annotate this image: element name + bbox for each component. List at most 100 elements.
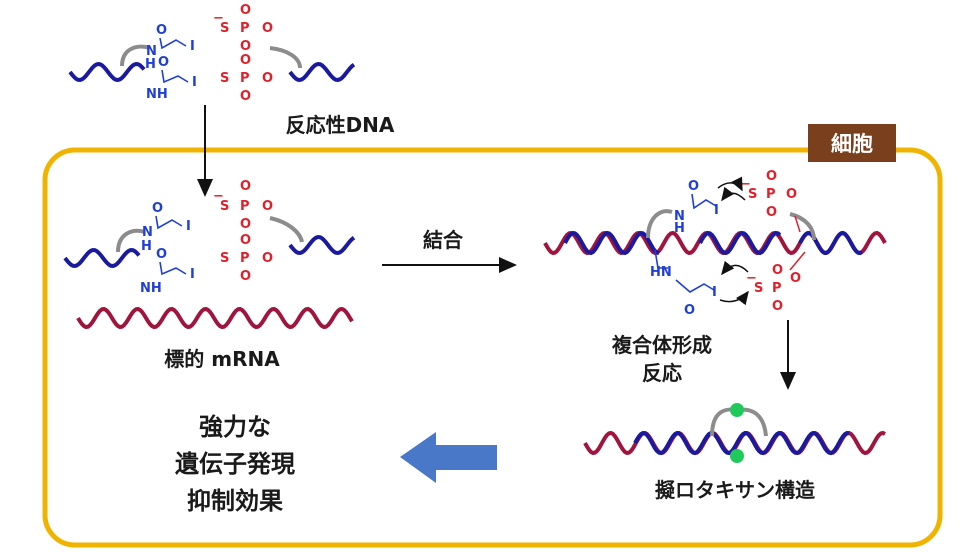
complex-minus: − (740, 177, 751, 192)
binding-label: 結合 (423, 228, 464, 252)
complex-o-5: O (684, 303, 695, 318)
chem-o-2: O (158, 55, 169, 70)
complex-i-2: I (712, 285, 717, 300)
linker-left-2 (116, 228, 146, 253)
bond-bottom (161, 69, 189, 84)
chem-h-2: H (141, 239, 152, 254)
complex-dna-wave-left (563, 230, 660, 256)
chem-o-16: O (262, 251, 273, 266)
complex-o-8: O (790, 271, 801, 286)
chem-o: O (156, 23, 167, 38)
green-dot-top (730, 403, 744, 417)
chem-s: S (220, 21, 229, 36)
bond-bottom-2 (159, 261, 187, 276)
dna-wave-left-2 (63, 247, 141, 269)
chem-nh-2: NH (140, 281, 162, 296)
chem-o-7: O (240, 89, 251, 104)
complex-linker-left (646, 209, 673, 239)
pseudo-rotaxane-structure (583, 403, 886, 463)
chem-o-12: O (240, 217, 251, 232)
complex-s: S (748, 187, 757, 202)
complex-structure: O N H I − S P O O O HN O I − S P O O O (543, 169, 887, 318)
dna-wave-left (68, 61, 146, 83)
chem-n-2: N (142, 225, 153, 240)
chem-nh: NH (146, 87, 168, 102)
rotaxane-dna-wave (633, 430, 850, 456)
chem-p-2: P (240, 71, 250, 86)
complex-o-3: O (766, 205, 777, 220)
complex-minus-2: − (746, 271, 757, 286)
chem-s-2: S (220, 71, 229, 86)
chem-o-10: O (156, 247, 167, 262)
chem-o-15: O (240, 269, 251, 284)
chem-o-8: O (262, 71, 273, 86)
complex-formation-label-2: 反応 (642, 361, 682, 385)
chem-i-4: I (190, 267, 195, 282)
complex-dna-wave-mid (698, 230, 782, 256)
chem-h: H (145, 57, 156, 72)
chem-minus-2: − (213, 189, 224, 204)
reactive-dna-label: 反応性DNA (286, 113, 395, 137)
complex-formation-label-1: 複合体形成 (612, 333, 712, 357)
big-left-arrow-icon (400, 432, 497, 483)
reactive-dna-cell: O N H I O NH I − S P O O O S P O O O (63, 179, 356, 296)
chem-s-4: S (220, 251, 229, 266)
chem-n: N (146, 44, 157, 59)
complex-o-7: O (772, 299, 783, 314)
cell-boundary (42, 147, 943, 548)
chem-i-3: I (186, 219, 191, 234)
chem-o-6: O (240, 53, 251, 68)
chem-o-13: O (262, 199, 273, 214)
complex-linker-bottom (654, 249, 668, 269)
complex-bond-bottom (675, 279, 715, 293)
chem-o-11: O (240, 179, 251, 194)
curved-arrow-top (721, 186, 746, 202)
effect-label-2: 遺伝子発現 (175, 450, 295, 478)
chem-p: P (240, 21, 250, 36)
cell-label: 細胞 (831, 132, 873, 156)
target-mrna-label: 標的 mRNA (164, 347, 280, 371)
chem-o-3: O (240, 3, 251, 18)
linker-right-2 (269, 216, 304, 243)
complex-linker-red (794, 215, 801, 233)
complex-p-2: P (772, 281, 782, 296)
complex-linker-right (789, 212, 816, 241)
pseudo-rotaxane-label: 擬ロタキサン構造 (655, 478, 816, 502)
chem-o-14: O (240, 233, 251, 248)
complex-hn: HN (650, 265, 672, 280)
curved-arrow-top-2 (717, 176, 743, 192)
chem-p-3: P (240, 199, 250, 214)
complex-o: O (688, 179, 699, 194)
chem-i: I (190, 39, 195, 54)
complex-p: P (766, 187, 776, 202)
complex-s-2: S (754, 281, 763, 296)
curved-arrow-bottom (721, 260, 749, 276)
chem-minus: − (213, 11, 224, 26)
effect-label-3: 抑制効果 (187, 487, 283, 515)
chem-o-4: O (240, 39, 251, 54)
curved-arrow-bottom-2 (719, 290, 749, 306)
dna-wave-right-2 (288, 234, 356, 256)
chem-o-9: O (152, 201, 163, 216)
target-mrna-wave (76, 306, 354, 330)
complex-n: N (674, 209, 685, 224)
linker-left (120, 44, 151, 67)
chem-s-3: S (220, 199, 229, 214)
linker-right (269, 46, 302, 69)
bond-top-2 (155, 215, 183, 230)
complex-o-4: O (786, 187, 797, 202)
complex-linker-red-2 (789, 251, 806, 271)
complex-h: H (674, 221, 685, 236)
bond-top (159, 37, 187, 50)
complex-i: I (714, 203, 719, 218)
complex-o-6: O (772, 263, 783, 278)
complex-bond-top (691, 193, 717, 210)
cell-tag (808, 124, 896, 162)
green-dot-bottom (730, 449, 744, 463)
chem-i-2: I (192, 75, 197, 90)
effect-label-1: 強力な (199, 413, 271, 441)
complex-dna-wave-right (798, 230, 863, 256)
dna-wave-right (288, 61, 356, 83)
chem-p-4: P (240, 251, 250, 266)
